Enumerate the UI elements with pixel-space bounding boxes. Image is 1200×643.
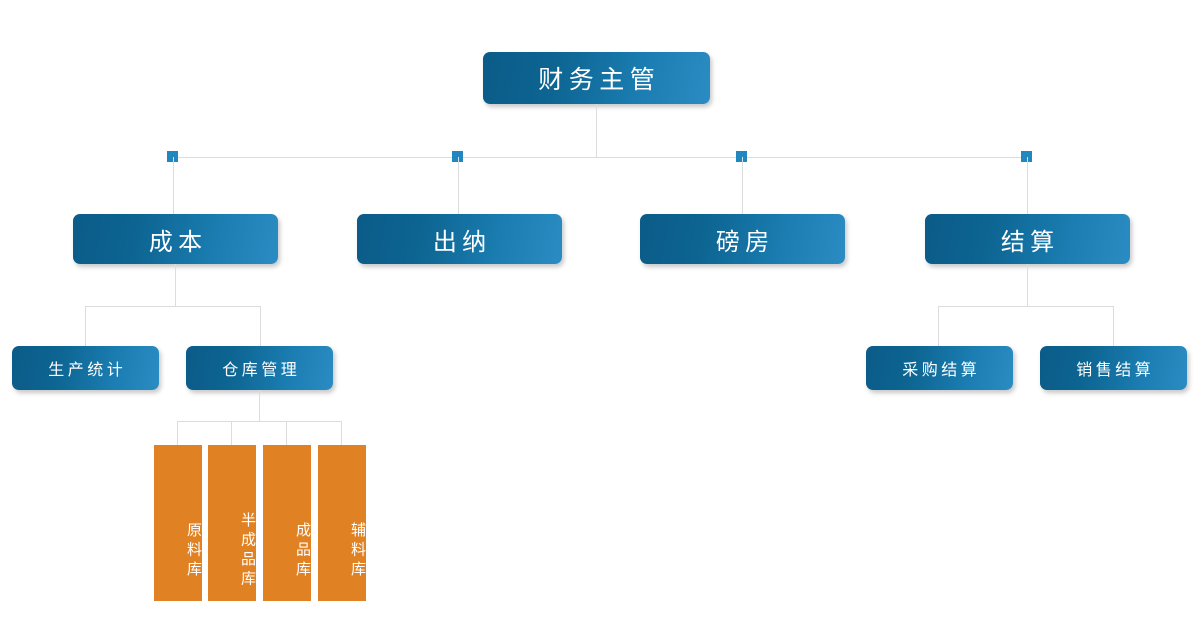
connector-marker-weighbridge — [736, 151, 747, 162]
connector-drop-sales-settlement — [1113, 306, 1114, 346]
connector-drop-cashier — [458, 157, 459, 214]
node-settlement[interactable]: 结算 — [925, 214, 1130, 264]
connector-drop-weighbridge — [742, 157, 743, 214]
node-sales-settlement[interactable]: 销售结算 — [1040, 346, 1187, 390]
node-label: 出纳 — [432, 228, 492, 256]
connector-warehouse-bus — [177, 421, 341, 422]
node-cashier[interactable]: 出纳 — [357, 214, 562, 264]
connector-drop-production-stats — [85, 306, 86, 346]
connector-drop-warehouse-mgmt — [260, 306, 261, 346]
node-label: 原料库 — [185, 522, 202, 581]
node-label: 半成品库 — [239, 512, 256, 591]
connector-level2-bus — [168, 157, 1031, 158]
connector-root-stem — [596, 104, 597, 157]
connector-drop-finished-warehouse — [286, 421, 287, 446]
node-label: 成本 — [148, 228, 208, 256]
connector-cost-stem — [175, 264, 176, 306]
connector-drop-settlement — [1027, 157, 1028, 214]
node-label: 成品库 — [294, 522, 311, 581]
node-finished-goods-warehouse[interactable]: 成品库 — [263, 445, 311, 601]
node-production-statistics[interactable]: 生产统计 — [12, 346, 159, 390]
node-label: 结算 — [1000, 228, 1060, 256]
node-label: 销售结算 — [1076, 362, 1155, 379]
node-label: 磅房 — [715, 228, 775, 256]
connector-drop-semi-finished-warehouse — [231, 421, 232, 446]
node-purchase-settlement[interactable]: 采购结算 — [866, 346, 1013, 390]
node-finance-director[interactable]: 财务主管 — [483, 52, 710, 104]
node-label: 采购结算 — [902, 362, 981, 379]
connector-drop-cost — [173, 157, 174, 214]
node-auxiliary-material-warehouse[interactable]: 辅料库 — [318, 445, 366, 601]
connector-settlement-bus — [938, 306, 1114, 307]
node-label: 仓库管理 — [222, 362, 301, 379]
connector-drop-auxiliary-warehouse — [341, 421, 342, 446]
node-label: 生产统计 — [48, 362, 127, 379]
connector-marker-cost — [167, 151, 178, 162]
node-raw-material-warehouse[interactable]: 原料库 — [154, 445, 202, 601]
connector-marker-cashier — [452, 151, 463, 162]
node-warehouse-management[interactable]: 仓库管理 — [186, 346, 333, 390]
node-cost[interactable]: 成本 — [73, 214, 278, 264]
connector-warehouse-stem — [259, 390, 260, 421]
connector-marker-settlement — [1021, 151, 1032, 162]
node-semi-finished-warehouse[interactable]: 半成品库 — [208, 445, 256, 601]
node-weighbridge[interactable]: 磅房 — [640, 214, 845, 264]
connector-drop-purchase-settlement — [938, 306, 939, 346]
connector-settlement-stem — [1027, 264, 1028, 306]
connector-drop-raw-material-warehouse — [177, 421, 178, 446]
node-label: 辅料库 — [349, 522, 366, 581]
connector-cost-bus — [85, 306, 260, 307]
node-label: 财务主管 — [538, 66, 661, 94]
